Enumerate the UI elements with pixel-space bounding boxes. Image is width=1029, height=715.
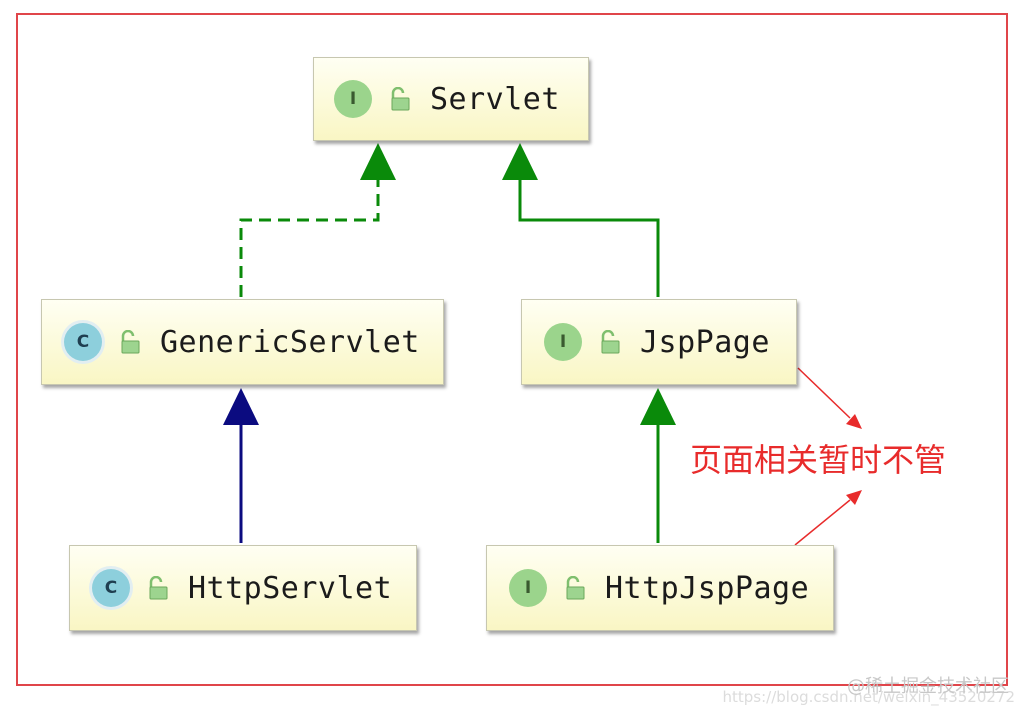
unlocked-padlock-icon <box>121 330 140 354</box>
diagram-frame <box>16 13 1008 686</box>
annotation-arrow-bottom <box>794 490 862 546</box>
interface-badge-icon: I <box>509 569 547 607</box>
node-label: JspPage <box>640 324 770 360</box>
node-httpjsppage[interactable]: I HttpJspPage <box>486 545 834 631</box>
unlocked-padlock-icon <box>149 576 168 600</box>
node-httpservlet[interactable]: C HttpServlet <box>69 545 417 631</box>
arrowhead <box>223 388 259 425</box>
node-label: HttpServlet <box>188 570 393 606</box>
arrowhead <box>640 388 676 425</box>
class-badge-icon: C <box>64 323 102 361</box>
class-badge-icon: C <box>92 569 130 607</box>
node-genericservlet[interactable]: C GenericServlet <box>41 299 444 385</box>
edge-httpservlet-genericservlet <box>223 388 259 543</box>
arrowhead <box>360 143 396 180</box>
unlocked-padlock-icon <box>601 330 620 354</box>
edge-genericservlet-servlet <box>239 143 396 297</box>
interface-badge-icon: I <box>544 323 582 361</box>
interface-badge-icon: I <box>334 80 372 118</box>
unlocked-padlock-icon <box>391 87 410 111</box>
watermark-url: https://blog.csdn.net/weixin_43520272 <box>722 688 1015 706</box>
node-label: Servlet <box>430 81 560 117</box>
node-label: HttpJspPage <box>605 570 810 606</box>
annotation-arrow-top <box>797 367 862 429</box>
edge-httpjsppage-jsppage <box>640 388 676 543</box>
node-label: GenericServlet <box>160 324 420 360</box>
watermark-site: @稀土掘金技术社区 <box>847 676 1009 697</box>
node-jsppage[interactable]: I JspPage <box>521 299 797 385</box>
edge-jsppage-servlet <box>502 143 660 297</box>
arrowhead <box>502 143 538 180</box>
annotation-note: 页面相关暂时不管 <box>690 441 947 479</box>
node-servlet[interactable]: I Servlet <box>313 57 589 141</box>
unlocked-padlock-icon <box>566 576 585 600</box>
